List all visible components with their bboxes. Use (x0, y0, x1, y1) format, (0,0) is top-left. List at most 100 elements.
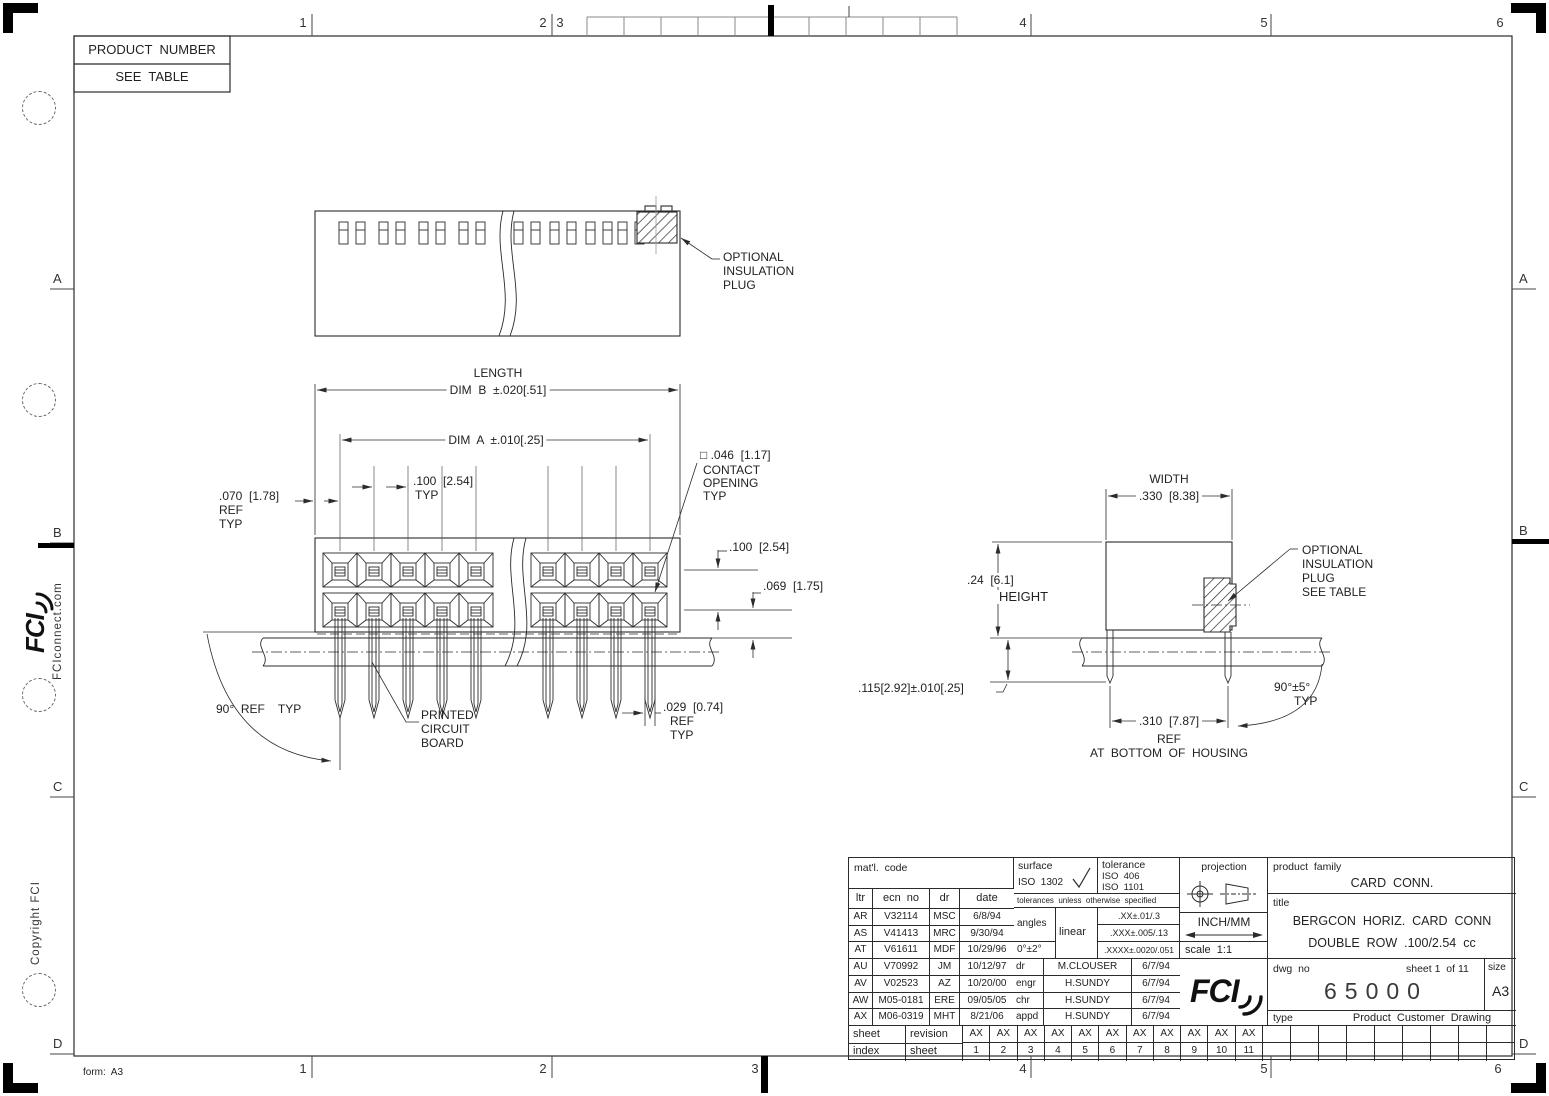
zone-bottom-1: 1 (299, 1061, 307, 1076)
pcb-callout-line3: BOARD (421, 736, 464, 750)
sheet-index-number: 5 (1082, 1045, 1088, 1057)
sheet-index-revision: AX (1044, 1026, 1072, 1044)
surface-value: ISO 1302 (1018, 877, 1064, 888)
fci-margin-logo: FCI (13, 583, 57, 653)
linear-label: linear (1059, 926, 1086, 938)
sheet-index-number: 9 (1191, 1045, 1198, 1057)
approval-name: H.SUNDY (1044, 1009, 1132, 1026)
approval-date: 6/7/94 (1142, 994, 1170, 1006)
revision-ecn: V61611 (873, 942, 930, 959)
contact-opening-note2: OPENING (703, 476, 759, 490)
approval-date: 6/7/94 (1142, 977, 1170, 989)
sheet-index-columns: AX 1 AX 2 AX 3 AX 4 AX 5 AX 6 AX 7 AX (963, 1026, 1263, 1061)
revision-dr: MHT (930, 1009, 960, 1026)
approval-date: 6/7/94 (1142, 1011, 1170, 1023)
row-right-b: B (1519, 523, 1528, 538)
angles-cell: angles (1014, 908, 1056, 942)
title-line1: BERGCON HORIZ. CARD CONN (1292, 914, 1492, 928)
revision-header-row: ltr ecn no dr date (849, 889, 1014, 908)
linear-cell: linear (1056, 908, 1098, 959)
revision-ltr: AU (849, 959, 873, 975)
row-right-a: A (1519, 271, 1528, 286)
tolerance-label: tolerance (1102, 859, 1146, 871)
sheet-index-column: AX 6 (1099, 1026, 1127, 1061)
angles-value: 0°±2° (1017, 944, 1042, 955)
revision-ecn: M06-0319 (873, 1009, 930, 1026)
zone-top-2: 2 (539, 15, 547, 30)
revision-dr: MRC (930, 925, 960, 942)
sheet-index-revision: AX (1099, 1026, 1126, 1044)
sheet-index-number: 3 (1027, 1045, 1034, 1057)
revision-ltr: AV (849, 975, 873, 992)
projection-label: projection (1201, 861, 1247, 873)
revision-ecn: V02523 (873, 975, 930, 992)
centering-marks (3, 3, 1549, 1093)
fci-margin-logo-text: FCI (19, 614, 50, 653)
side-angle-typ: TYP (1294, 694, 1318, 708)
zone-bottom-5: 5 (1260, 1061, 1268, 1076)
title-cell: title BERGCON HORIZ. CARD CONN DOUBLE RO… (1268, 894, 1516, 959)
surface-label: surface (1018, 860, 1053, 872)
title-label: title (1273, 897, 1290, 909)
units-label: INCH/MM (1197, 915, 1251, 929)
revision-ltr: AT (849, 942, 873, 959)
sheet-index-number: 8 (1164, 1045, 1170, 1057)
tail-below-dim: .115[2.92]±.010[.25] (858, 681, 964, 695)
revision-ecn: M05-0181 (873, 992, 930, 1009)
sheet-index-revision: AX (1126, 1026, 1153, 1044)
rev-header-dr: dr (930, 889, 960, 908)
tol-xxxx-cell: .XXXX±.0020/.051 (1098, 942, 1180, 959)
punch-hole-mark-4 (22, 973, 56, 1007)
zone-top-1: 1 (299, 15, 307, 30)
sheet-index-number: 7 (1136, 1045, 1143, 1057)
tol-xxxx: .XXXX±.0020/.051 (1104, 945, 1174, 955)
size-label: size (1488, 962, 1506, 973)
side-plug-callout-line3: PLUG (1302, 571, 1335, 585)
top-plug-callout-line3: PLUG (723, 278, 756, 292)
revision-row: AW M05-0181 ERE 09/05/05 (849, 992, 1014, 1010)
approval-name: H.SUNDY (1044, 992, 1132, 1009)
revision-ltr: AR (849, 909, 873, 925)
surface-cell: surface ISO 1302 (1014, 858, 1098, 894)
row-pitch-dim: .100 [2.54] (729, 540, 790, 554)
sheet-index-revision: AX (990, 1026, 1017, 1044)
matl-code-cell: mat'l. code (849, 858, 1014, 889)
approval-name: H.SUNDY (1044, 975, 1132, 992)
sheet-index-label-2: index (853, 1045, 880, 1057)
front-view (252, 537, 722, 719)
side-angle-dim: 90°±5° (1274, 680, 1311, 694)
punch-hole-mark-2 (22, 383, 56, 417)
approval-date: 6/7/94 (1142, 961, 1170, 972)
tolerance-iso-406: ISO 406 (1102, 871, 1140, 882)
tol-xx: .XX±.01/.3 (1118, 911, 1160, 921)
sheet-index-revision: AX (1208, 1026, 1235, 1044)
revision-row: AR V32114 MSC 6/8/94 (849, 909, 1014, 926)
sheet-index-column: AX 7 (1126, 1026, 1154, 1061)
revision-ltr: AX (849, 1009, 873, 1026)
sheet-index-revision: AX (1153, 1026, 1181, 1044)
row-left-d: D (53, 1036, 63, 1051)
top-plug-callout-line2: INSULATION (723, 264, 795, 278)
approval-role: chr (1014, 992, 1044, 1009)
sheet-index-number: 11 (1243, 1045, 1254, 1057)
approvals-table: dr M.CLOUSER 6/7/94 engr H.SUNDY 6/7/94 … (1014, 959, 1180, 1026)
type-cell: type Product Customer Drawing (1268, 1011, 1516, 1026)
side-plug-callout-line1: OPTIONAL (1302, 543, 1363, 557)
type-label: type (1273, 1012, 1293, 1024)
row-span-dim: .310 [7.87] (1135, 714, 1203, 728)
sheet-index-number: 1 (973, 1045, 979, 1057)
sheet-index-column: AX 3 (1017, 1026, 1045, 1061)
dim-a-label: DIM A ±.010[.25] (445, 433, 547, 447)
row-left-a: A (53, 271, 62, 286)
revision-date: 10/29/96 (967, 944, 1007, 956)
tolerance-cell: tolerance ISO 406 ISO 1101 (1098, 858, 1180, 894)
size-value: A3 (1492, 983, 1510, 999)
tol-xxx: .XXX±.005/.13 (1110, 928, 1168, 938)
tolerance-note: tolerances unless otherwise specified (1017, 896, 1157, 905)
dwg-no-cell: dwg no sheet 1 of 11 65000 size A3 (1268, 959, 1516, 1011)
product-number-header: PRODUCT NUMBER (88, 42, 216, 57)
fci-logo-cell: FCI (1180, 959, 1268, 1026)
projection-cell: projection (1180, 858, 1268, 913)
units-double-arrow-icon (1185, 932, 1263, 938)
website-vertical-label: FCIconnect.com (52, 582, 64, 680)
